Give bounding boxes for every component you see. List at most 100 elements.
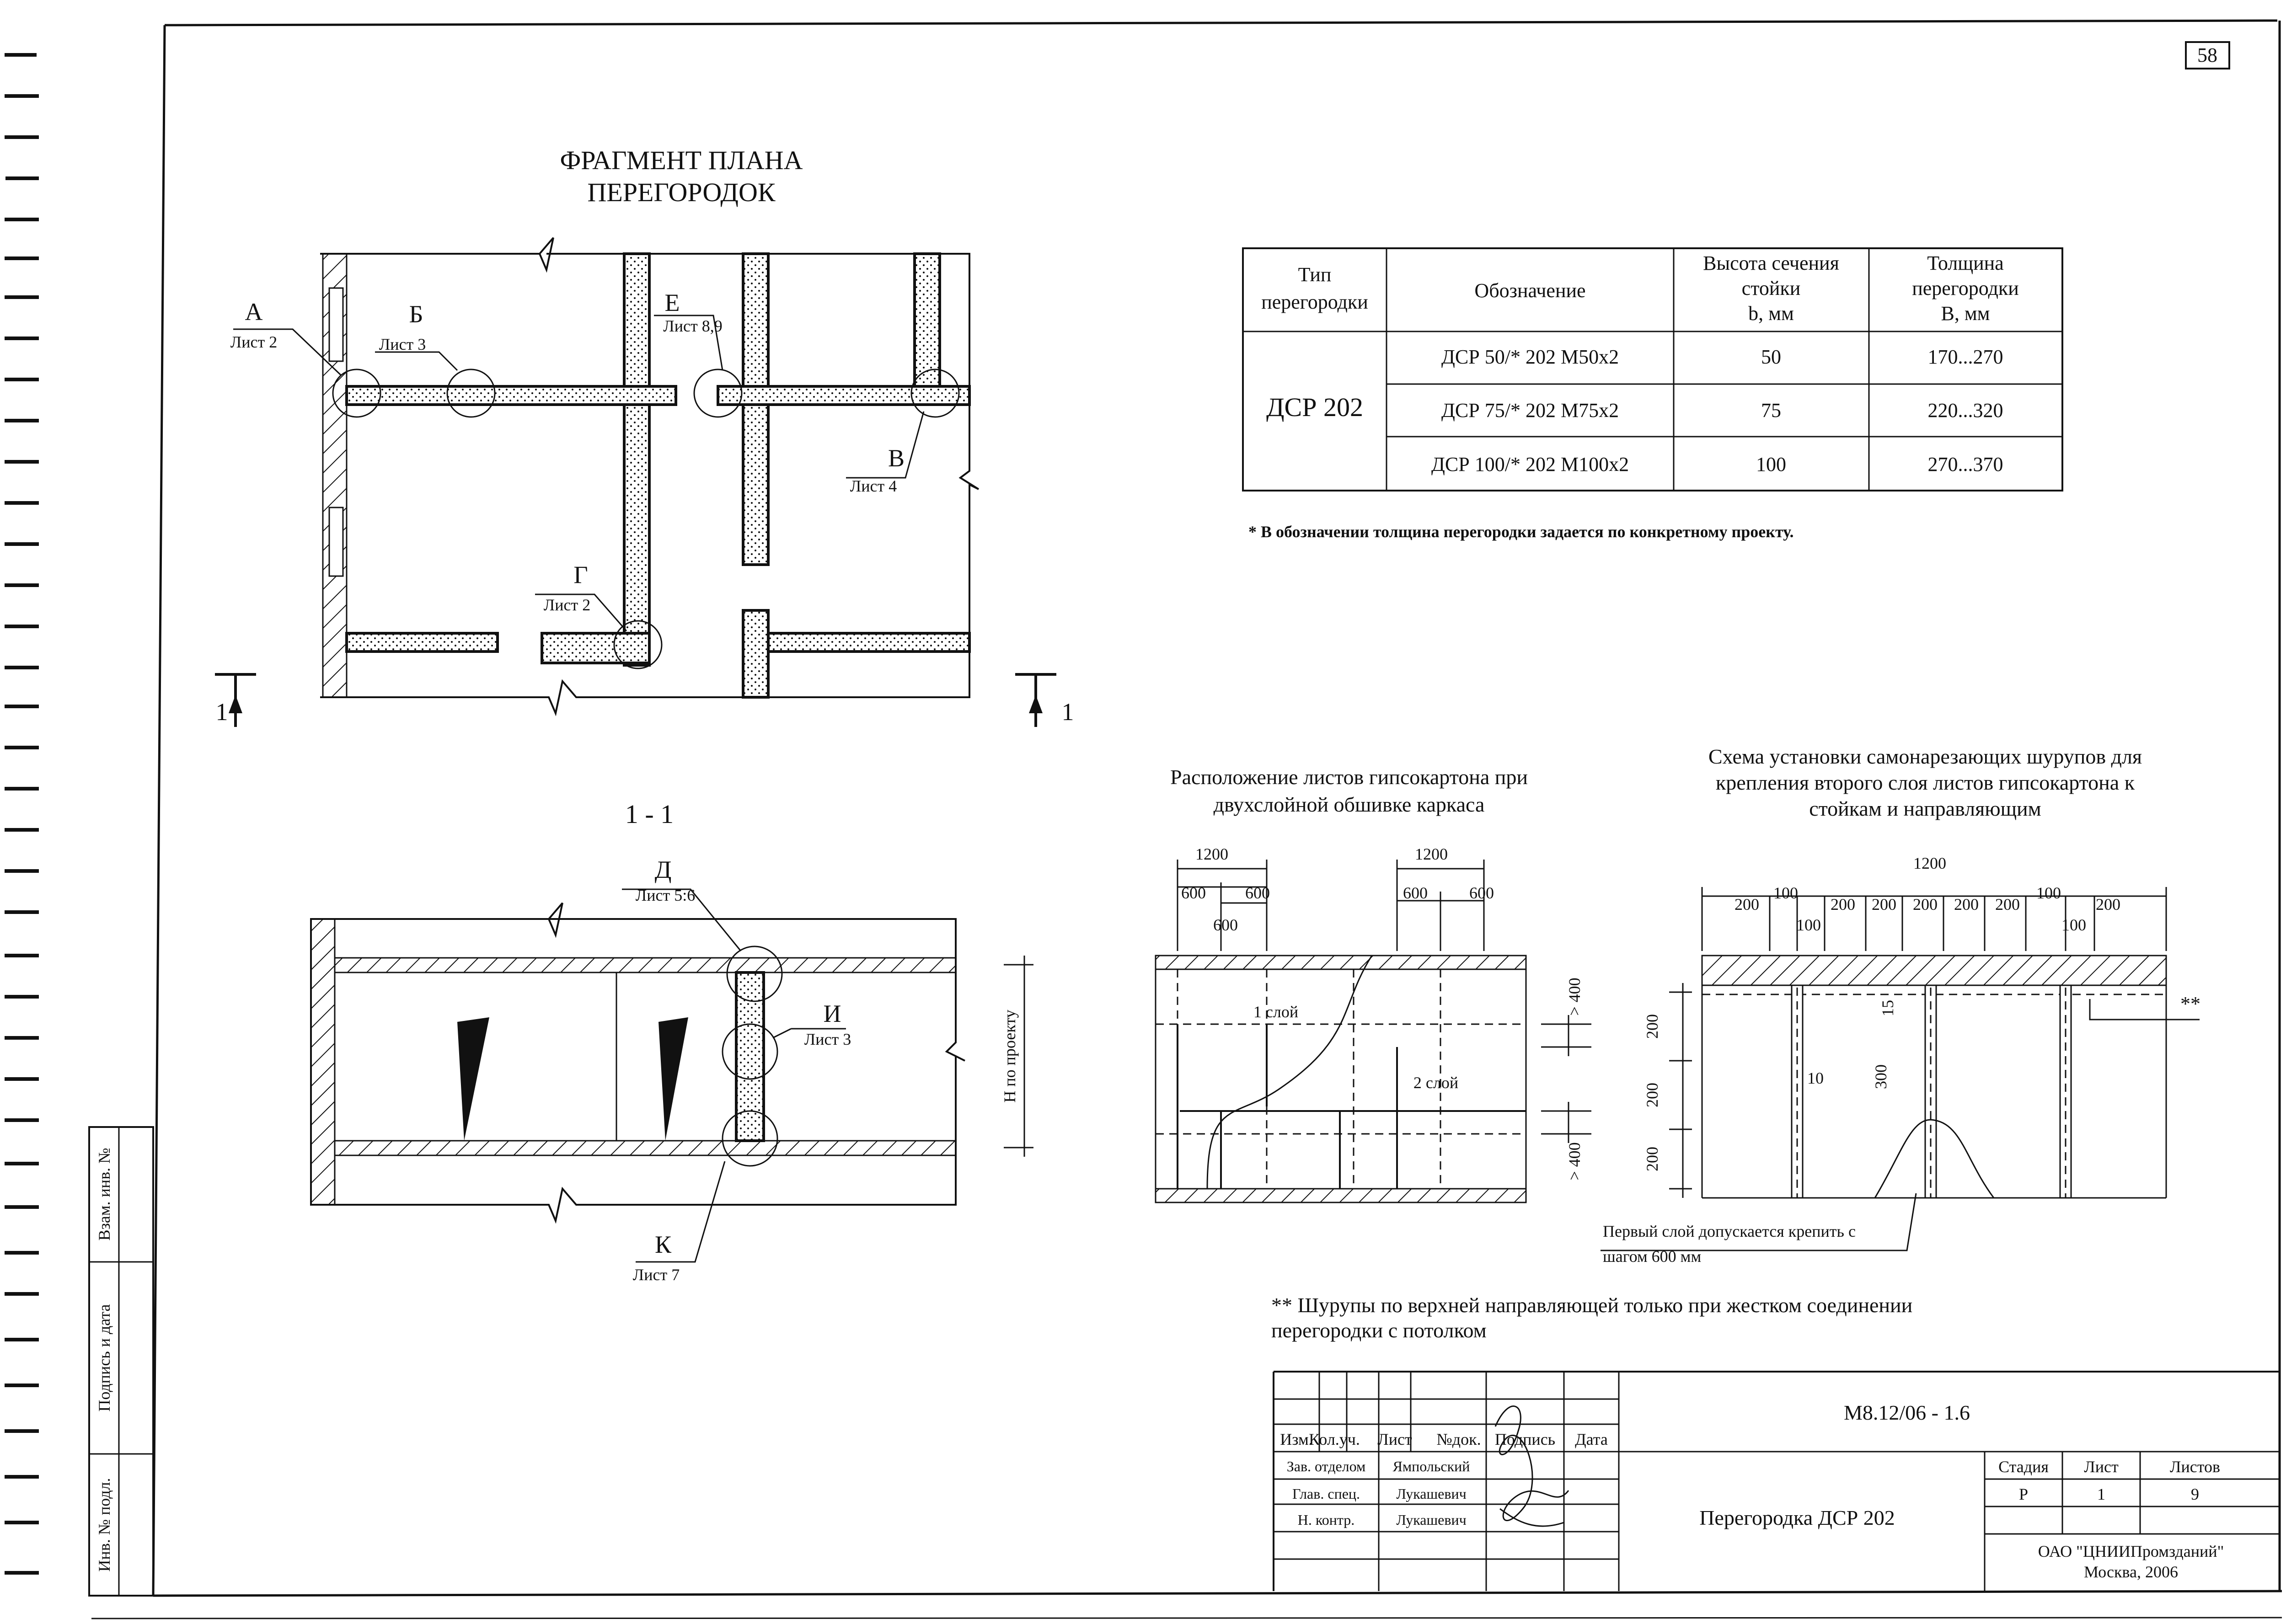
mark: ** bbox=[2180, 993, 2200, 1015]
header-height-3: b, мм bbox=[1748, 302, 1794, 325]
row-thickness: 170...270 bbox=[1928, 346, 2003, 368]
row-height: 75 bbox=[1761, 399, 1781, 422]
sheet-number: 58 bbox=[2197, 44, 2217, 66]
screws-title-line1: Схема установки самонарезающих шурупов д… bbox=[1708, 745, 2142, 768]
row-height: 50 bbox=[1761, 346, 1781, 368]
plan-callout-letter: Г bbox=[573, 561, 588, 588]
screws-title-line2: крепления второго слоя листов гипсокарто… bbox=[1716, 771, 2135, 794]
person-role: Н. контр. bbox=[1298, 1512, 1355, 1528]
top-dim: 200 bbox=[1913, 895, 1938, 914]
section-callout-sheet: Лист 5:6 bbox=[636, 886, 695, 904]
section-callout-sheet: Лист 7 bbox=[633, 1266, 680, 1284]
side-stamp: Взам. инв. № Подпись и дата Инв. № подл. bbox=[88, 1126, 154, 1597]
side-dim: > 400 bbox=[1565, 978, 1584, 1015]
section-callout-letter: Д bbox=[655, 856, 672, 883]
sheet-value: 1 bbox=[2097, 1485, 2105, 1503]
screws-note-line1: Первый слой допускается крепить с bbox=[1603, 1222, 1856, 1240]
row-designation: ДСР 50/* 202 М50х2 bbox=[1441, 346, 1619, 368]
note2-line1: ** Шурупы по верхней направляющей только… bbox=[1271, 1293, 1912, 1317]
section-mark-right: 1 bbox=[1062, 698, 1074, 726]
side-dim: 200 bbox=[1643, 1147, 1661, 1171]
inner-dim: 300 bbox=[1872, 1064, 1890, 1089]
row-thickness: 220...320 bbox=[1928, 399, 2003, 422]
layers-diagram: Расположение листов гипсокартона при дву… bbox=[1155, 765, 1591, 1203]
section-mark-left: 1 bbox=[216, 698, 228, 726]
stamp-col-header: Лист bbox=[1377, 1430, 1412, 1448]
layers-title-line2: двухслойной обшивке каркаса bbox=[1214, 793, 1485, 816]
header-height-1: Высота сечения bbox=[1703, 252, 1839, 274]
dim-1200: 1200 bbox=[1415, 845, 1448, 863]
stamp-col-header: Кол.уч. bbox=[1309, 1430, 1360, 1448]
inner-dim: 15 bbox=[1879, 1000, 1897, 1016]
header-thickness-3: В, мм bbox=[1941, 302, 1990, 325]
person-role: Глав. спец. bbox=[1292, 1485, 1360, 1502]
top-dim: 100 bbox=[2061, 916, 2086, 934]
side-label: Инв. № подл. bbox=[95, 1478, 113, 1571]
stage-label: Стадия bbox=[1998, 1458, 2049, 1476]
section-1-1: 1 - 1 Д Лист 5:6 И Лист 3 К Лист 7 Н по … bbox=[310, 799, 1033, 1284]
layer1-label: 1 слой bbox=[1253, 1003, 1298, 1021]
sheet-label: Лист bbox=[2084, 1458, 2119, 1476]
note2-line2: перегородки с потолком bbox=[1271, 1319, 1487, 1342]
person-name: Лукашевич bbox=[1396, 1512, 1466, 1528]
layer2-label: 2 слой bbox=[1413, 1074, 1458, 1092]
row-height: 100 bbox=[1756, 453, 1786, 475]
top-dim: 200 bbox=[1831, 895, 1855, 914]
stamp-col-header: Дата bbox=[1575, 1430, 1608, 1448]
plan-callout-sheet: Лист 2 bbox=[230, 333, 277, 351]
row-thickness: 270...370 bbox=[1928, 453, 2003, 475]
stamp-col-header: №док. bbox=[1436, 1430, 1481, 1448]
plan-title-line2: ПЕРЕГОРОДОК bbox=[587, 177, 775, 207]
top-dim: 100 bbox=[1773, 884, 1798, 902]
org-line2: Москва, 2006 bbox=[2084, 1563, 2178, 1581]
sheets-value: 9 bbox=[2191, 1485, 2199, 1503]
height-label: Н по проекту bbox=[1001, 1010, 1019, 1102]
section-callout-sheet: Лист 3 bbox=[804, 1030, 851, 1048]
top-dim: 100 bbox=[1796, 916, 1821, 934]
sheet-number-box: 58 bbox=[2185, 41, 2230, 69]
org-line1: ОАО "ЦНИИПромзданий" bbox=[2038, 1542, 2224, 1560]
header-thickness-2: перегородки bbox=[1912, 277, 2019, 299]
binding-marks bbox=[5, 53, 39, 1575]
screws-note-line2: шагом 600 мм bbox=[1603, 1247, 1701, 1266]
top-dim: 200 bbox=[1872, 895, 1896, 914]
dim-600: 600 bbox=[1469, 884, 1494, 902]
dim-600: 600 bbox=[1245, 884, 1270, 902]
plan-callout-letter: В bbox=[888, 444, 905, 472]
screws-title-line3: стойкам и направляющим bbox=[1809, 797, 2041, 820]
screws-diagram: Схема установки самонарезающих шурупов д… bbox=[1601, 745, 2200, 1266]
side-label: Взам. инв. № bbox=[95, 1148, 113, 1241]
plan-callout-sheet: Лист 3 bbox=[379, 335, 426, 353]
person-name: Лукашевич bbox=[1396, 1485, 1466, 1502]
spec-table: Тип перегородки Обозначение Высота сечен… bbox=[1242, 247, 2063, 541]
plan-callout-letter: А bbox=[245, 298, 263, 326]
top-dim: 100 bbox=[2036, 884, 2061, 902]
section-title: 1 - 1 bbox=[625, 799, 674, 829]
plan-callout-sheet: Лист 2 bbox=[544, 596, 590, 614]
stamp-col-header: Изм. bbox=[1280, 1430, 1313, 1448]
partition-type: ДСР 202 bbox=[1266, 392, 1363, 422]
inner-dim: 10 bbox=[1807, 1069, 1824, 1087]
stage-value: Р bbox=[2019, 1485, 2028, 1503]
person-role: Зав. отделом bbox=[1287, 1458, 1366, 1474]
header-type-2: перегородки bbox=[1261, 291, 1368, 313]
dim-600: 600 bbox=[1213, 916, 1238, 934]
person-name: Ямпольский bbox=[1393, 1458, 1470, 1474]
signature bbox=[1494, 1405, 1569, 1527]
plan-fragment: ФРАГМЕНТ ПЛАНА ПЕРЕГОРОДОК А Лист 2 bbox=[215, 145, 1074, 727]
header-designation: Обозначение bbox=[1474, 279, 1585, 302]
plan-callout-sheet: Лист 4 bbox=[850, 477, 897, 495]
plan-callout-sheet: Лист 8,9 bbox=[663, 317, 722, 335]
row-designation: ДСР 100/* 202 М100х2 bbox=[1431, 453, 1629, 475]
doc-code: М8.12/06 - 1.6 bbox=[1844, 1401, 1970, 1424]
top-dim: 200 bbox=[1735, 895, 1759, 914]
top-dim: 1200 bbox=[1913, 854, 1946, 872]
top-dim: 200 bbox=[1954, 895, 1979, 914]
sheets-label: Листов bbox=[2170, 1458, 2220, 1476]
plan-title-line1: ФРАГМЕНТ ПЛАНА bbox=[560, 145, 803, 175]
top-dim: 200 bbox=[1995, 895, 2020, 914]
dim-600: 600 bbox=[1181, 884, 1206, 902]
header-height-2: стойки bbox=[1742, 277, 1801, 299]
row-designation: ДСР 75/* 202 М75х2 bbox=[1441, 399, 1619, 422]
